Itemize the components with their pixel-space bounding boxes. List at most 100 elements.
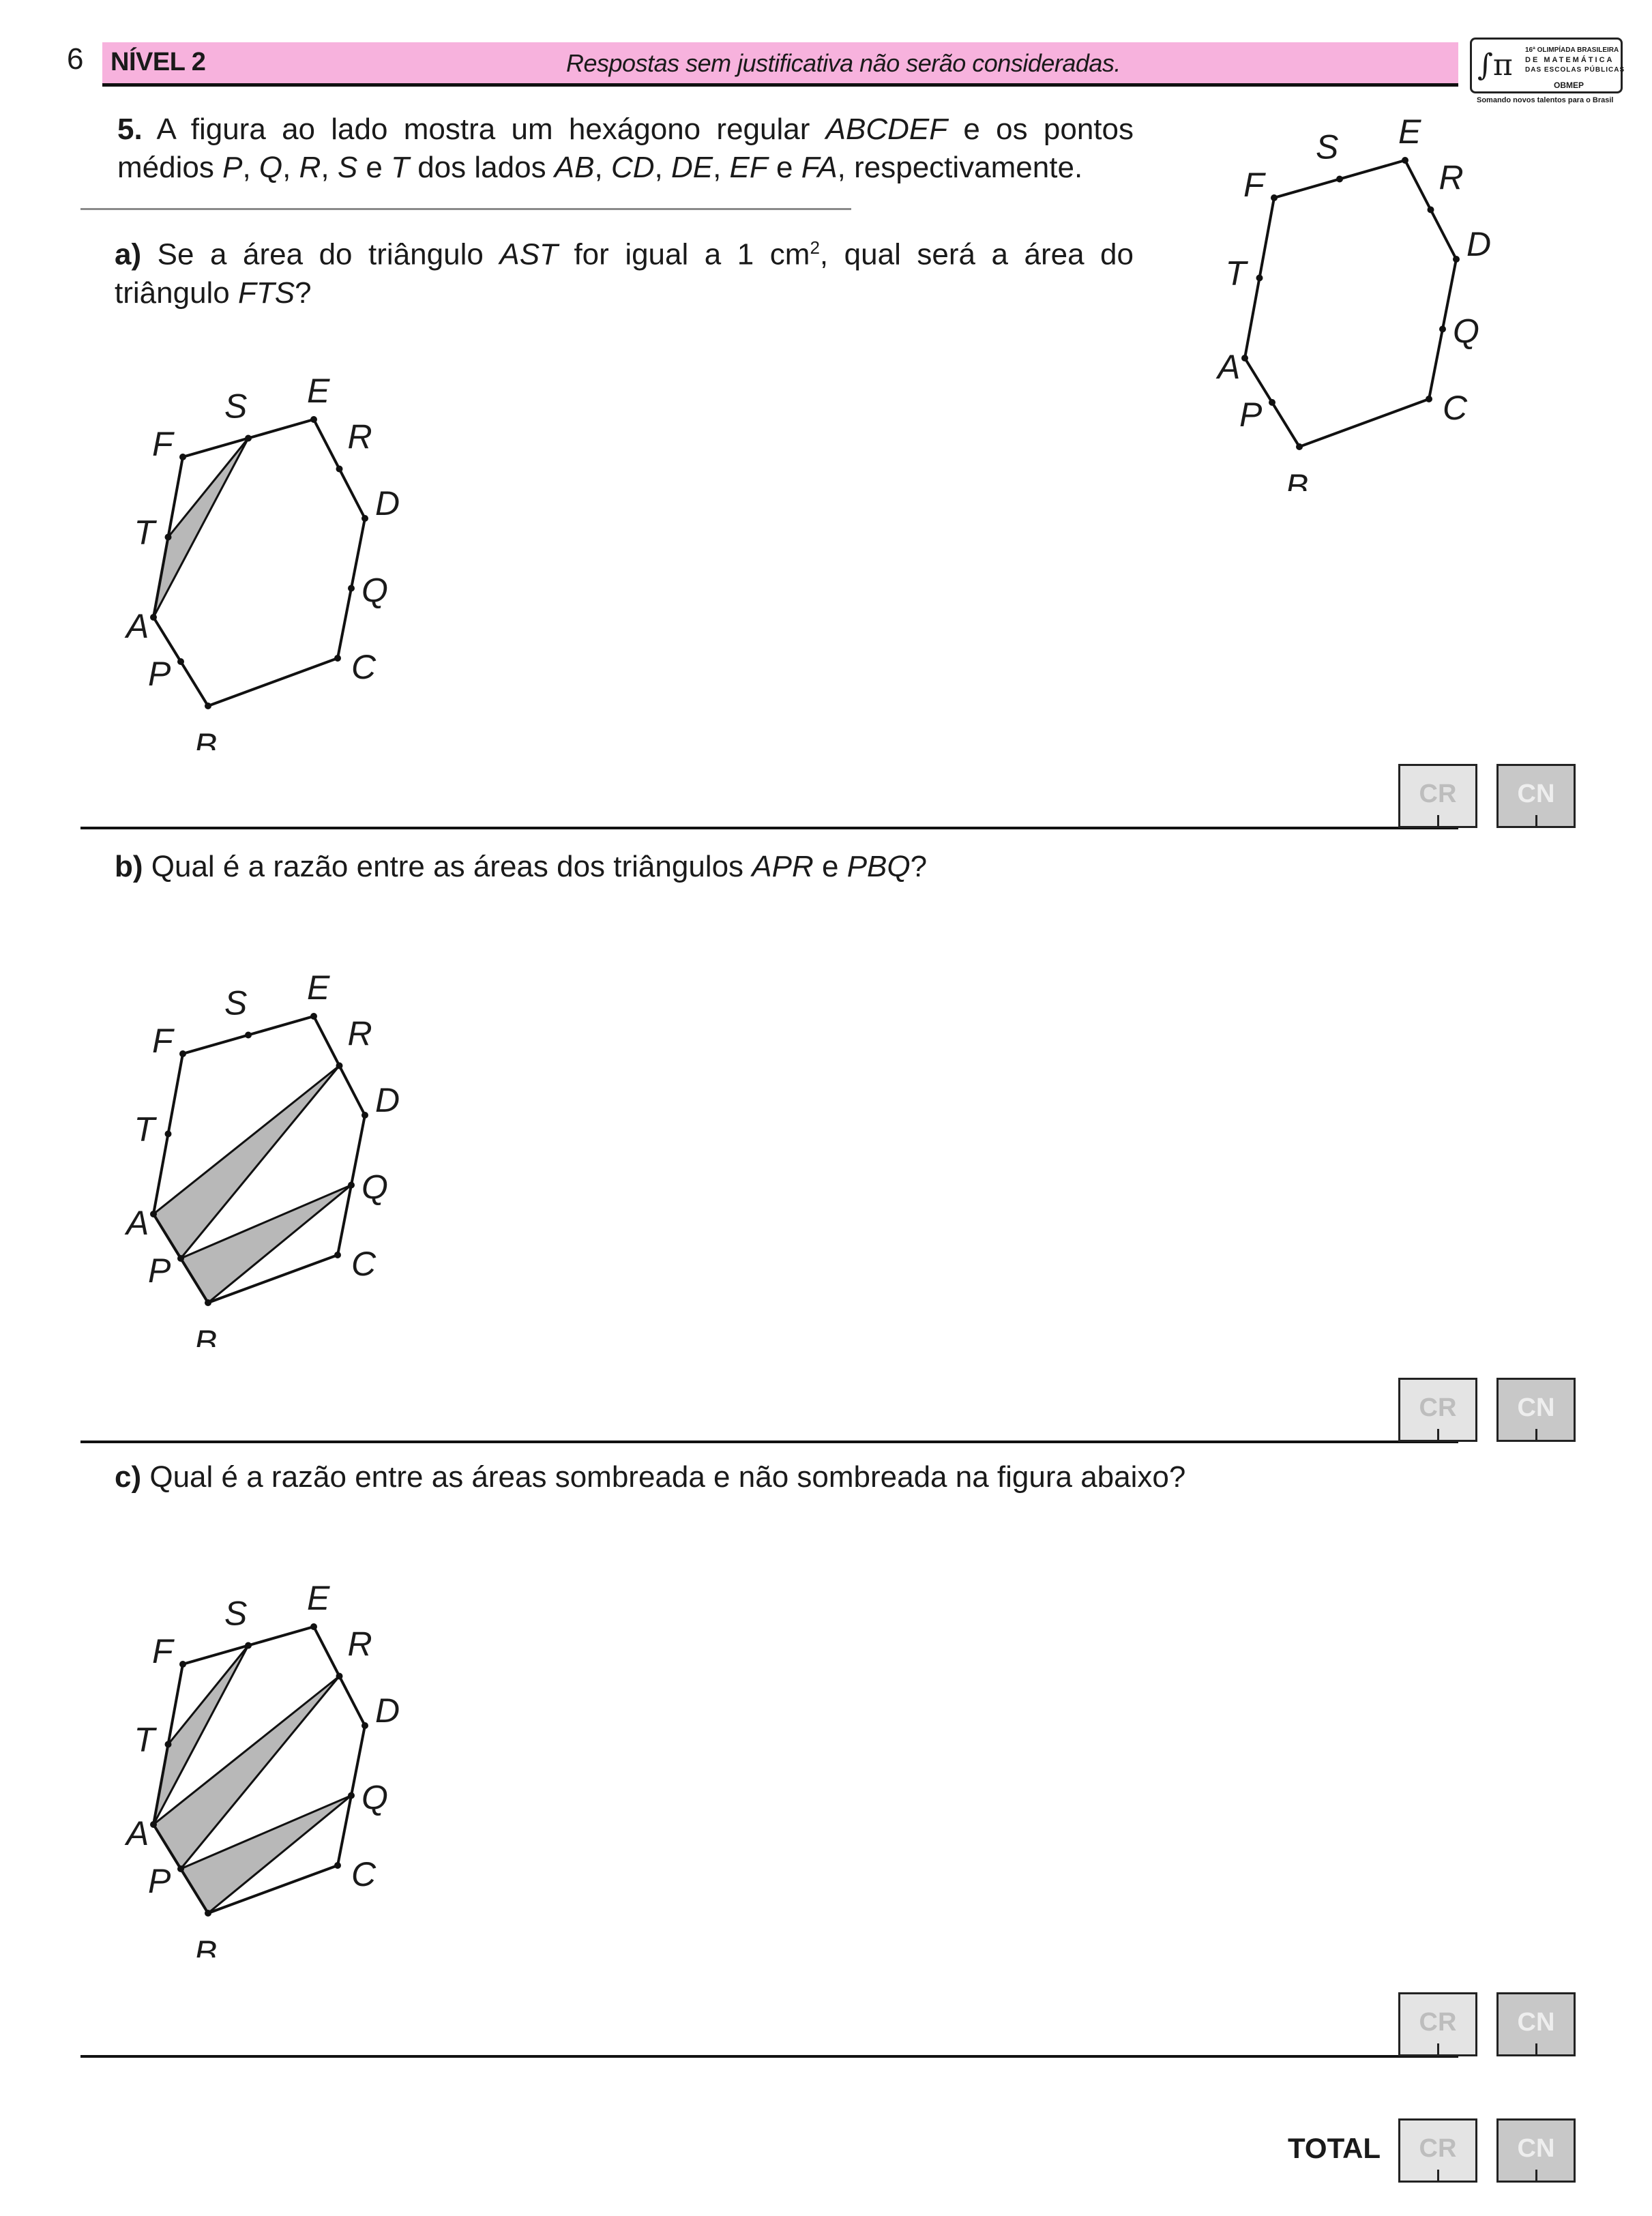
vertex-dot-q <box>348 1792 355 1799</box>
vertex-label-d: D <box>1466 225 1491 263</box>
vertex-dot-b <box>205 1299 211 1306</box>
vertex-label-c: C <box>351 1855 377 1893</box>
vertex-label-q: Q <box>362 1779 388 1817</box>
vertex-dot-q <box>348 1181 355 1189</box>
score-cr-c[interactable]: CR <box>1398 1992 1477 2056</box>
vertex-label-r: R <box>348 1015 372 1053</box>
score-cn-b[interactable]: CN <box>1496 1378 1576 1442</box>
vertex-dot-r <box>1427 206 1434 213</box>
vertex-label-c: C <box>351 648 377 686</box>
vertex-label-s: S <box>224 1595 247 1633</box>
vertex-label-b: B <box>194 1323 217 1347</box>
vertex-label-t: T <box>1226 254 1249 293</box>
obmep-logo: ∫π 16ª OLIMPÍADA BRASILEIRA DE MATEMÁTIC… <box>1470 38 1624 106</box>
vertex-label-b: B <box>194 1934 217 1958</box>
vertex-dot-r <box>336 465 343 473</box>
header-note: Respostas sem justificativa não serão co… <box>566 49 1121 77</box>
vertex-dot-b <box>205 1910 211 1917</box>
vertex-dot-t <box>1256 274 1263 282</box>
score-cr-total[interactable]: CR <box>1398 2118 1477 2183</box>
vertex-dot-e <box>1402 157 1408 164</box>
question-c: c) Qual é a razão entre as áreas sombrea… <box>115 1460 1186 1494</box>
hexagon-figure-b: A B C D E F P Q R S T <box>124 969 400 1347</box>
vertex-label-a: A <box>124 1204 149 1242</box>
section-rule-b <box>80 1441 1458 1443</box>
vertex-dot-t <box>164 533 172 541</box>
vertex-dot-s <box>245 1642 252 1649</box>
section-rule-a <box>80 827 1458 829</box>
divider <box>80 208 851 210</box>
vertex-label-b: B <box>194 726 217 750</box>
vertex-dot-f <box>179 454 186 460</box>
vertex-dot-s <box>245 434 252 442</box>
vertex-dot-e <box>310 416 317 423</box>
vertex-label-s: S <box>224 387 247 426</box>
vertex-dot-p <box>177 1255 184 1262</box>
question-b: b) Qual é a razão entre as áreas dos tri… <box>115 850 928 883</box>
vertex-dot-f <box>179 1661 186 1668</box>
vertex-label-q: Q <box>362 572 388 610</box>
vertex-label-d: D <box>375 1081 400 1119</box>
vertex-dot-c <box>1426 396 1432 402</box>
vertex-label-f: F <box>1243 166 1266 204</box>
vertex-label-p: P <box>1239 396 1263 434</box>
vertex-label-r: R <box>348 418 372 456</box>
vertex-label-c: C <box>1443 389 1468 427</box>
shaded-triangle-ast <box>152 437 250 618</box>
vertex-dot-a <box>150 1821 157 1828</box>
vertex-label-f: F <box>152 1632 175 1670</box>
vertex-label-p: P <box>148 1862 171 1900</box>
vertex-label-a: A <box>124 1814 149 1852</box>
vertex-dot-p <box>177 1865 184 1872</box>
vertex-dot-d <box>362 1722 368 1729</box>
level-label: NÍVEL 2 <box>110 48 206 76</box>
vertex-label-c: C <box>351 1245 377 1283</box>
score-cr-b[interactable]: CR <box>1398 1378 1477 1442</box>
score-cn-c[interactable]: CN <box>1496 1992 1576 2056</box>
vertex-label-p: P <box>148 655 171 693</box>
vertex-dot-e <box>310 1623 317 1630</box>
vertex-label-r: R <box>348 1625 372 1664</box>
vertex-label-s: S <box>224 984 247 1022</box>
vertex-label-q: Q <box>362 1168 388 1207</box>
question-stem: 5. A figura ao lado mostra um hexágono r… <box>117 113 1134 184</box>
vertex-dot-a <box>1241 355 1248 361</box>
vertex-label-t: T <box>134 514 158 552</box>
vertex-label-r: R <box>1439 159 1464 197</box>
vertex-label-t: T <box>134 1110 158 1149</box>
vertex-dot-d <box>362 1112 368 1119</box>
vertex-dot-s <box>245 1031 252 1039</box>
vertex-label-a: A <box>124 607 149 645</box>
vertex-dot-c <box>334 1862 341 1869</box>
vertex-dot-b <box>1296 443 1303 450</box>
vertex-label-d: D <box>375 484 400 522</box>
vertex-dot-a <box>150 1211 157 1217</box>
score-cn-a[interactable]: CN <box>1496 764 1576 828</box>
vertex-label-t: T <box>134 1721 158 1759</box>
obmep-emblem-icon: ∫π <box>1477 48 1513 83</box>
vertex-dot-d <box>1453 256 1460 263</box>
vertex-label-e: E <box>307 1579 330 1617</box>
score-cn-total[interactable]: CN <box>1496 2118 1576 2183</box>
vertex-dot-e <box>310 1013 317 1020</box>
score-cr-a[interactable]: CR <box>1398 764 1477 828</box>
page-number: 6 <box>67 42 84 76</box>
vertex-dot-c <box>334 1252 341 1258</box>
vertex-dot-t <box>164 1741 172 1748</box>
section-rule-c <box>80 2055 1458 2058</box>
vertex-label-e: E <box>307 969 330 1007</box>
vertex-dot-f <box>179 1050 186 1057</box>
vertex-dot-a <box>150 614 157 621</box>
hexagon-outline <box>151 417 367 708</box>
vertex-label-q: Q <box>1453 312 1479 351</box>
vertex-label-f: F <box>152 1022 175 1060</box>
vertex-dot-c <box>334 655 341 662</box>
vertex-label-p: P <box>148 1252 171 1290</box>
hexagon-outline <box>1243 158 1458 449</box>
vertex-label-s: S <box>1316 128 1338 166</box>
vertex-dot-b <box>205 703 211 709</box>
vertex-dot-p <box>177 658 184 665</box>
